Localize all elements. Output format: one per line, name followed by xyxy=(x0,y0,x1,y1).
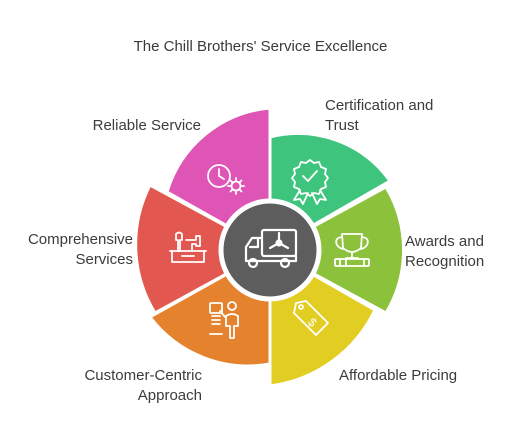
label-certification: Certification and Trust xyxy=(325,97,434,134)
segment-comprehensive xyxy=(134,182,274,316)
label-comprehensive: Comprehensive Services xyxy=(27,231,133,268)
delivery-truck-snowflake-icon xyxy=(244,228,298,269)
clock-gear-icon xyxy=(207,164,245,195)
segment-awards xyxy=(266,184,405,316)
toolbox-icon xyxy=(169,231,207,263)
label-pricing: Affordable Pricing xyxy=(339,367,458,384)
center-hub xyxy=(218,198,322,302)
label-customer: Customer-Centric Approach xyxy=(84,367,202,404)
diagram-title: The Chill Brothers' Service Excellence xyxy=(133,38,388,55)
label-awards: Awards and Recognition xyxy=(405,233,485,270)
label-reliable: Reliable Service xyxy=(92,117,201,134)
award-badge-check-icon xyxy=(291,159,329,205)
presenter-icon xyxy=(209,301,239,339)
trophy-icon xyxy=(334,233,370,267)
